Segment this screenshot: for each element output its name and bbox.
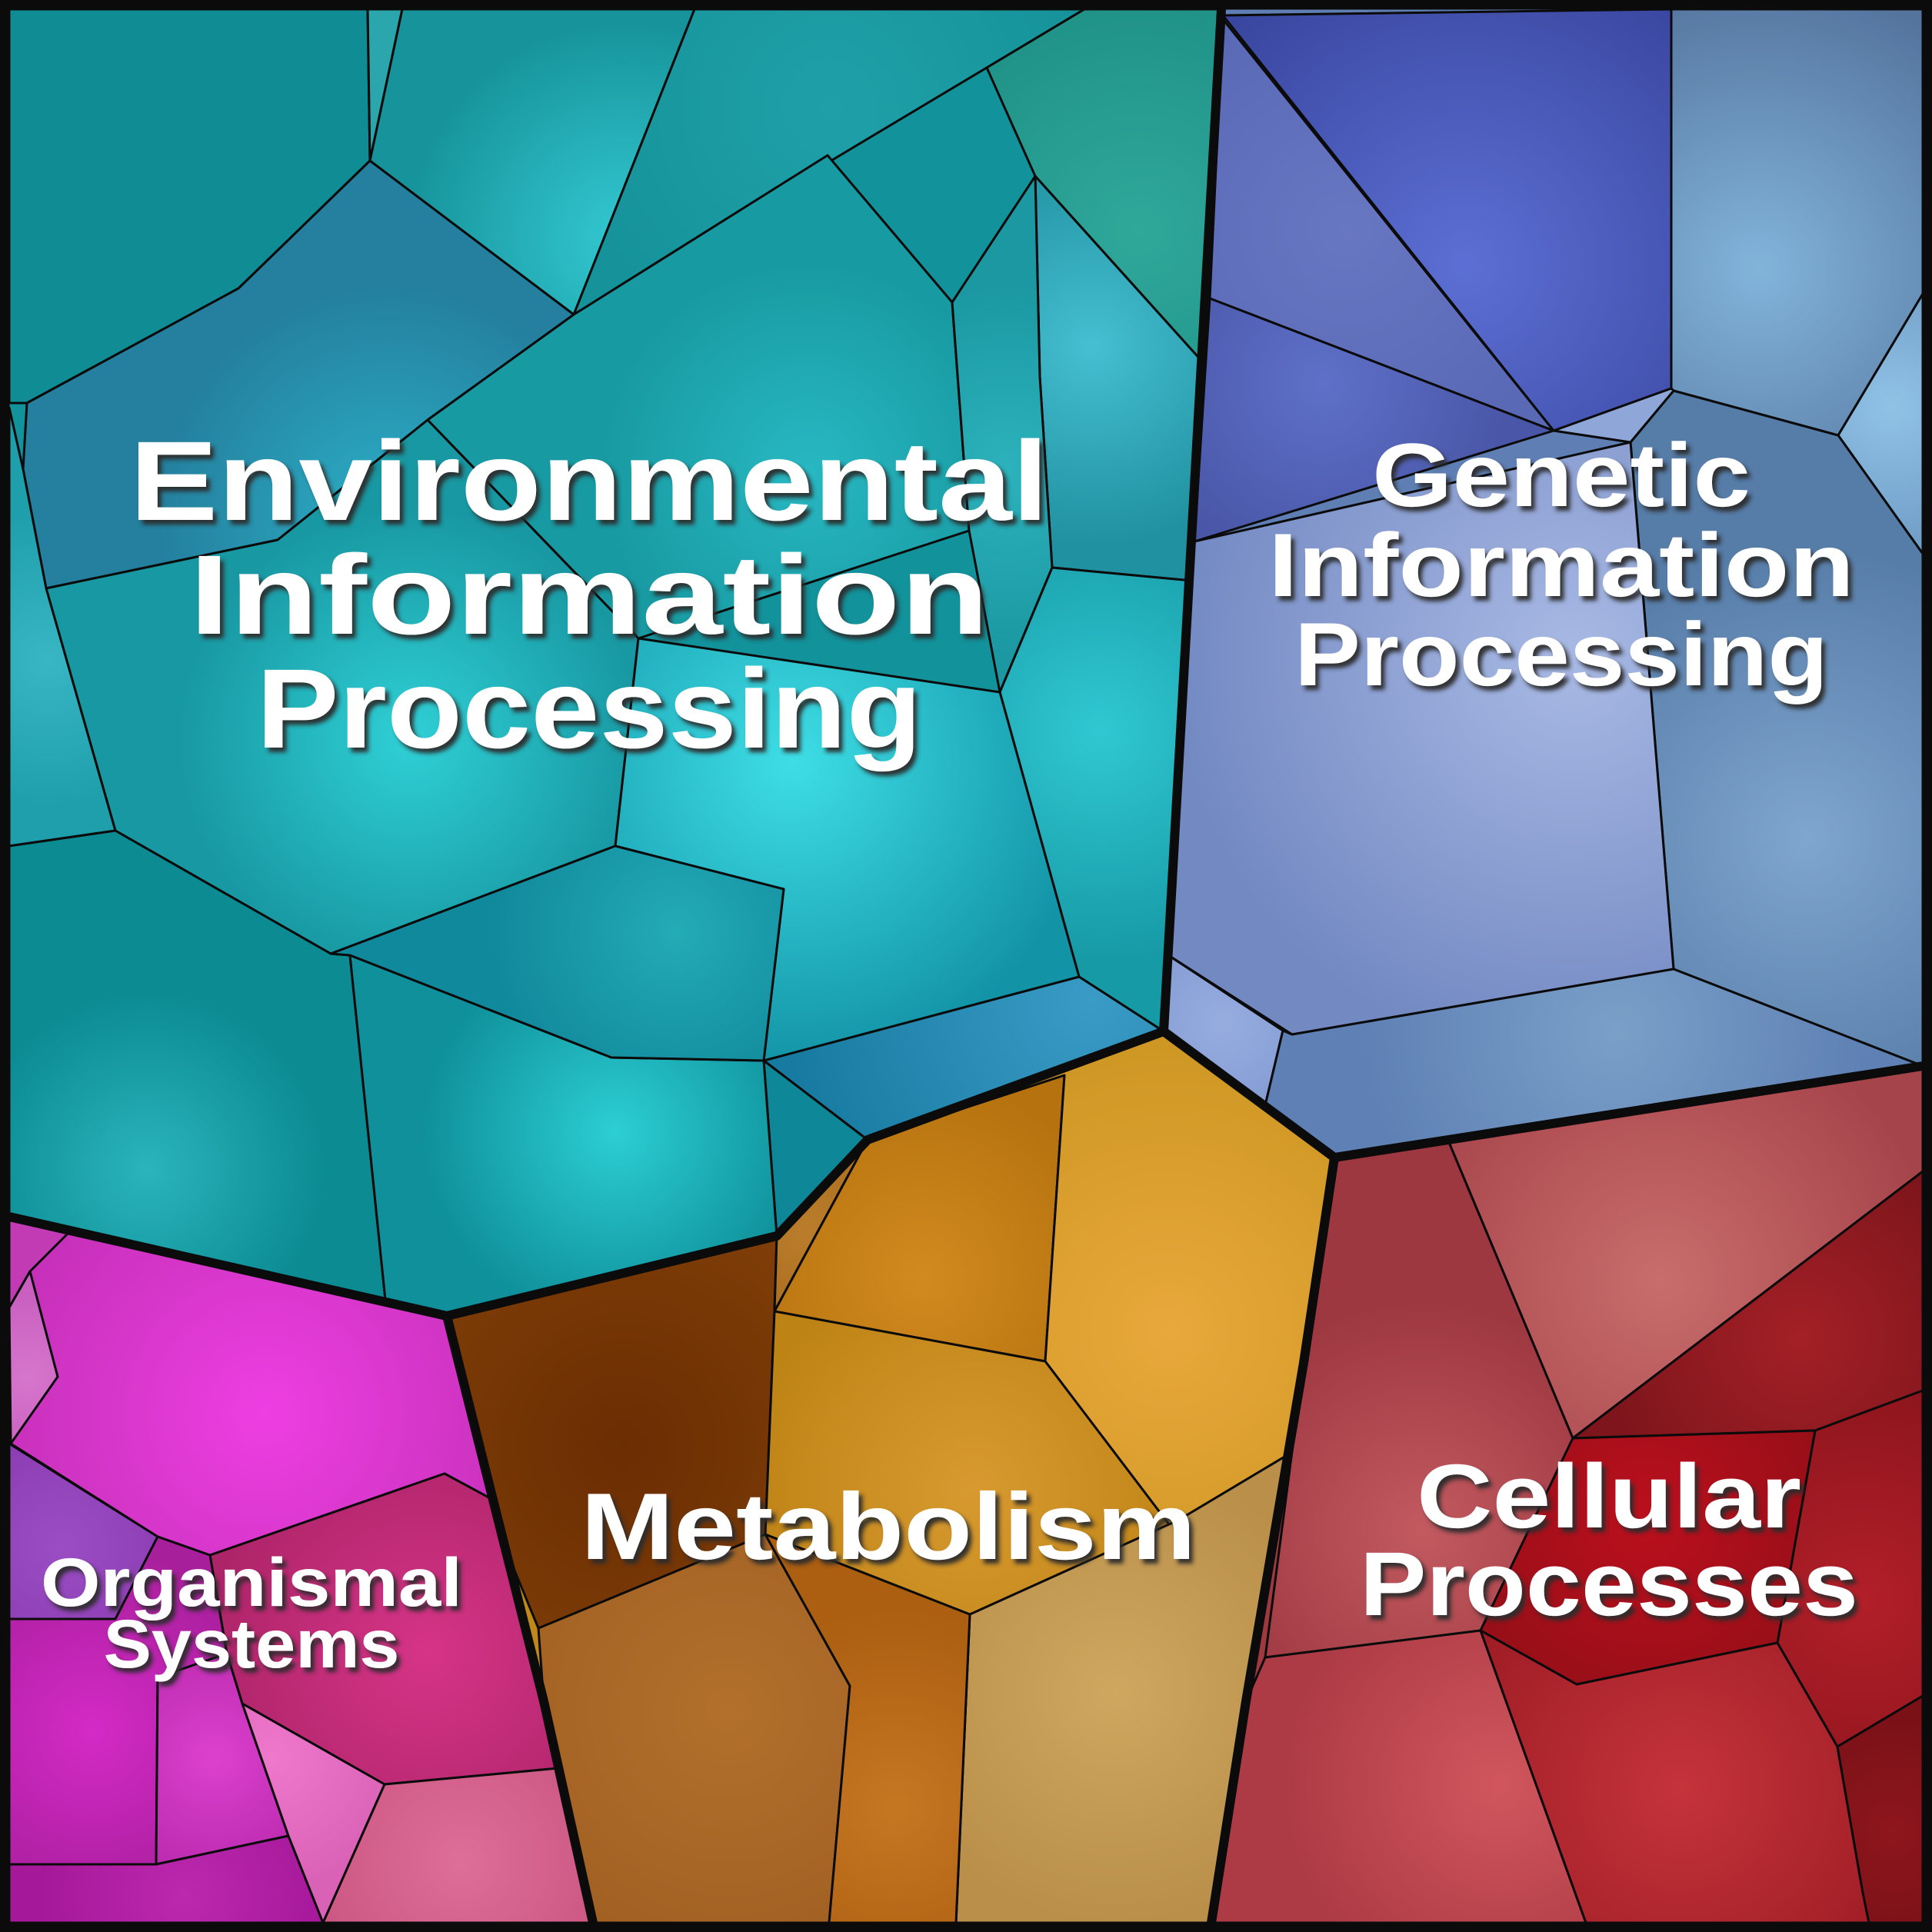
svg-text:Genetic: Genetic: [1372, 425, 1750, 525]
svg-text:Cellular: Cellular: [1417, 1446, 1801, 1547]
svg-text:Information: Information: [189, 532, 989, 658]
svg-text:Metabolism: Metabolism: [581, 1474, 1196, 1580]
svg-text:Organismal: Organismal: [41, 1544, 462, 1621]
svg-text:Processing: Processing: [257, 646, 922, 772]
svg-text:Environmental: Environmental: [130, 418, 1049, 545]
svg-text:Processes: Processes: [1360, 1534, 1858, 1635]
svg-text:Processing: Processing: [1294, 604, 1828, 705]
svg-text:Systems: Systems: [104, 1605, 400, 1682]
svg-text:Information: Information: [1268, 515, 1854, 615]
